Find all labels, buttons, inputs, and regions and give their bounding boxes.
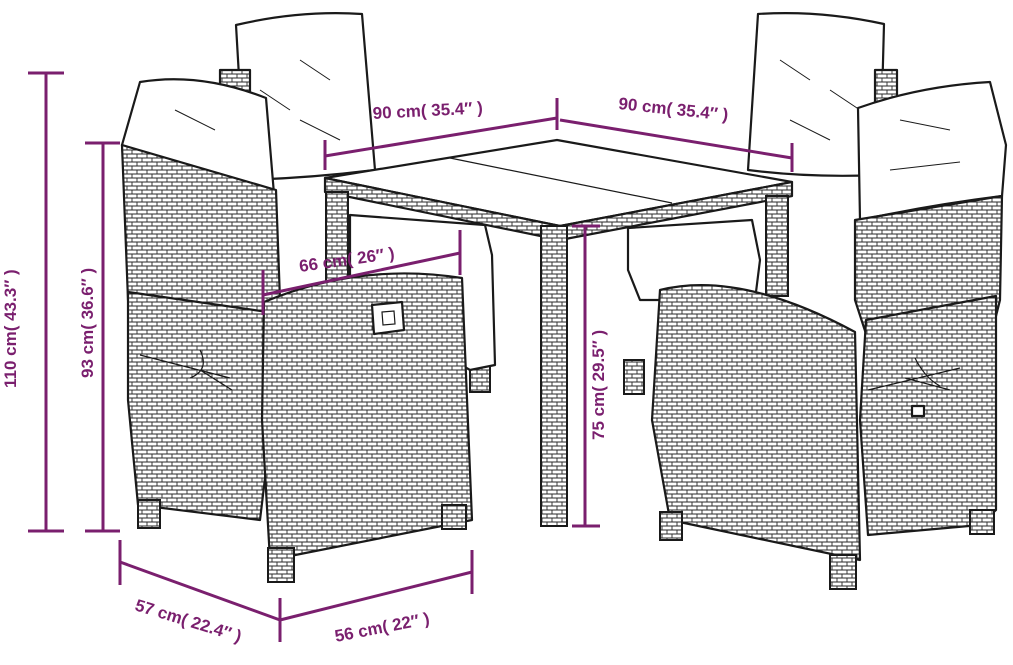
table-depth-label: 90 cm( 35.4″ ) [618,94,730,124]
table-height-label: 75 cm( 29.5″ ) [589,330,608,440]
front-right-chair [650,80,1008,590]
chair-back-height-label: 93 cm( 36.6″ ) [78,268,97,378]
chair-width-label: 56 cm( 22″ ) [333,609,431,646]
chair-depth-label: 57 cm( 22.4″ ) [133,596,244,646]
table-width-label: 90 cm( 35.4″ ) [372,98,483,123]
chair-total-height-label: 110 cm( 43.3″ ) [1,269,20,388]
front-left-chair [120,78,474,583]
dimension-lines [28,71,794,642]
